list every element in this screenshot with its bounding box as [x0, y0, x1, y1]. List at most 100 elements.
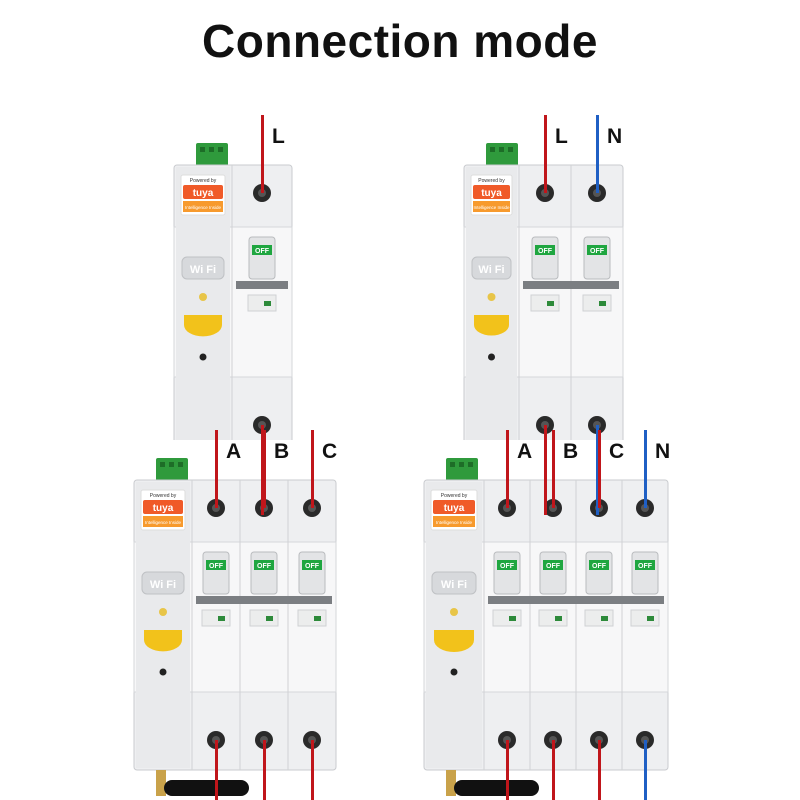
handle-tie-bar: [236, 281, 288, 289]
wire-in-C: [598, 430, 601, 508]
wire-out-C: [311, 740, 314, 800]
tuya-logo-icon: [143, 500, 183, 514]
off-label: OFF: [257, 563, 272, 570]
brand-text: tuya: [153, 503, 174, 514]
off-label: OFF: [305, 563, 320, 570]
tuya-logo-icon: [433, 500, 475, 514]
powered-by-text: Powered by: [441, 493, 468, 499]
wifi-label: Wi Fi: [150, 579, 176, 591]
page-title: Connection mode: [202, 15, 598, 67]
wire-in-N: [644, 430, 647, 508]
powered-by-text: Powered by: [150, 493, 177, 499]
wire-in-L: [544, 115, 547, 193]
wire-out-L: [261, 425, 264, 515]
terminal-label-N: N: [607, 125, 623, 148]
manual-knob-icon: [474, 315, 509, 336]
handle-tie-bar: [523, 281, 619, 289]
wire-out-N: [596, 425, 599, 515]
wire-out-N: [644, 740, 647, 800]
wire-in-N: [596, 115, 599, 193]
wire-out-B: [263, 740, 266, 800]
off-badge: [589, 560, 609, 570]
pole-L: OFF: [518, 165, 560, 440]
wire-out-B: [552, 740, 555, 800]
off-label: OFF: [255, 248, 270, 255]
pole-N: OFF: [621, 480, 660, 770]
pole-C: OFF: [287, 480, 327, 770]
wire-in-A: [506, 430, 509, 508]
terminal-label-L: L: [272, 125, 285, 148]
handle-tie-bar: [196, 596, 332, 604]
off-badge: [302, 560, 322, 570]
manual-knob-icon: [184, 315, 222, 337]
off-badge: [497, 560, 517, 570]
terminal-label-A: A: [226, 440, 242, 463]
off-label: OFF: [538, 248, 553, 255]
reset-button-icon: [199, 353, 207, 361]
tuya-logo-icon: [183, 185, 223, 199]
reset-button-icon: [450, 668, 458, 676]
antenna-icon: [446, 770, 539, 796]
terminal-label-A: A: [517, 440, 533, 463]
reset-button-icon: [488, 353, 495, 361]
handle-tie-bar: [488, 596, 664, 604]
tuya-logo-icon: [473, 185, 510, 199]
off-label: OFF: [209, 563, 224, 570]
off-badge: [587, 245, 607, 255]
powered-by-text: Powered by: [478, 178, 505, 184]
status-led-icon: [450, 608, 458, 616]
terminal-label-B: B: [274, 440, 290, 463]
brand-text: tuya: [444, 503, 465, 514]
wire-out-C: [598, 740, 601, 800]
off-label: OFF: [592, 563, 607, 570]
status-led-icon: [199, 293, 207, 301]
status-led-icon: [159, 608, 167, 616]
brand-text: tuya: [193, 188, 214, 199]
terminal-label-C: C: [609, 440, 625, 463]
wire-in-L: [261, 115, 264, 193]
terminal-label-N: N: [655, 440, 671, 463]
antenna-icon: [156, 770, 249, 796]
terminal-label-C: C: [322, 440, 338, 463]
wire-out-A: [506, 740, 509, 800]
status-led-icon: [487, 293, 496, 301]
pole-C: OFF: [575, 480, 614, 770]
off-badge: [254, 560, 274, 570]
pole-L: OFF: [231, 165, 277, 440]
wifi-label: Wi Fi: [441, 579, 467, 591]
off-label: OFF: [590, 248, 605, 255]
off-badge: [252, 245, 272, 255]
off-badge: [535, 245, 555, 255]
pole-B: OFF: [239, 480, 279, 770]
wifi-label: Wi Fi: [478, 264, 504, 276]
terminal-label-L: L: [555, 125, 568, 148]
off-badge: [635, 560, 655, 570]
pole-N: OFF: [570, 165, 612, 440]
wire-in-B: [263, 430, 266, 508]
wire-out-L: [544, 425, 547, 515]
off-badge: [206, 560, 226, 570]
brand-sub-text: Intelligence Inside: [473, 205, 510, 210]
brand-sub-text: Intelligence Inside: [145, 520, 182, 525]
wifi-label: Wi Fi: [190, 264, 216, 276]
off-label: OFF: [638, 563, 653, 570]
off-label: OFF: [500, 563, 515, 570]
wire-in-A: [215, 430, 218, 508]
brand-text: tuya: [481, 188, 502, 199]
off-badge: [543, 560, 563, 570]
reset-button-icon: [159, 668, 167, 676]
manual-knob-icon: [144, 630, 182, 652]
brand-sub-text: Intelligence Inside: [436, 520, 473, 525]
brand-sub-text: Intelligence Inside: [185, 205, 222, 210]
manual-knob-icon: [434, 630, 474, 652]
pole-A: OFF: [483, 480, 522, 770]
terminal-label-B: B: [563, 440, 579, 463]
